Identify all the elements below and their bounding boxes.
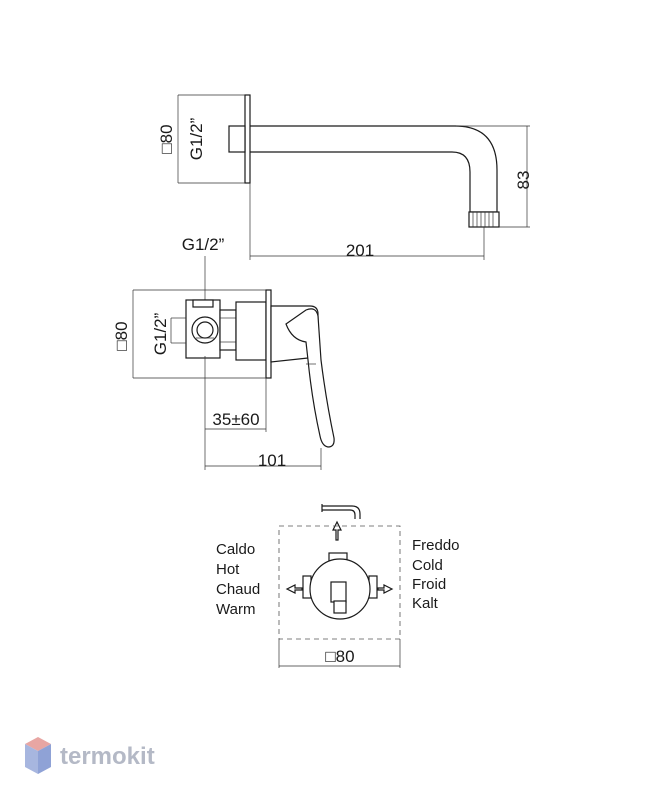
mixer-connector: [219, 309, 237, 351]
logo-cube-left-icon: [25, 744, 38, 774]
hot-label-caldo: Caldo: [216, 541, 255, 558]
spout-connector: [228, 125, 246, 153]
mixer-thread-top-label: G1/2”: [182, 235, 225, 254]
mixer-wall-plate: [265, 289, 272, 379]
mixer-trim-ring: [235, 301, 267, 361]
mixer-top-outlet: [192, 299, 214, 308]
plan-cartridge: [330, 581, 347, 603]
spout-height-label: 83: [514, 171, 533, 190]
outlet-arrow-icon: [332, 520, 342, 541]
spout-length-label: 201: [346, 241, 374, 260]
plan-cartridge-lower: [333, 600, 347, 614]
cold-label-cold: Cold: [412, 557, 443, 574]
spout-aerator: [468, 211, 500, 228]
plan-view: Caldo Hot Chaud Warm Freddo Cold Froid K…: [216, 504, 460, 668]
cold-label-froid: Froid: [412, 576, 446, 593]
mixer-lever-handle: [285, 308, 335, 448]
mixer-inlet-bore: [196, 321, 214, 339]
mixer-length-label: 101: [258, 451, 286, 470]
plan-square-label: □80: [325, 647, 354, 666]
termokit-watermark: termokit: [25, 737, 155, 774]
watermark-text: termokit: [60, 743, 155, 770]
spout-thread-label: G1/2”: [187, 117, 206, 160]
hot-label-warm: Warm: [216, 601, 255, 618]
hot-inlet-arrow-icon: [285, 584, 303, 594]
spout-square-label: □80: [157, 124, 176, 153]
hot-label-hot: Hot: [216, 561, 240, 578]
mixer-thread-side-label: G1/2”: [151, 312, 170, 355]
mixer-view: G1/2” □80 G1/2” 35±60: [112, 235, 335, 470]
mixer-depth-label: 35±60: [212, 410, 259, 429]
spout-view: □80 G1/2” 83 201: [157, 94, 533, 260]
plan-spout-symbol: [322, 505, 361, 519]
cold-inlet-arrow-icon: [377, 584, 394, 594]
cold-label-freddo: Freddo: [412, 537, 460, 554]
logo-cube-right-icon: [38, 744, 51, 774]
cold-label-kalt: Kalt: [412, 595, 439, 612]
mixer-square-label: □80: [112, 321, 131, 350]
spout-body: [250, 125, 498, 213]
spout-wall-plate: [244, 94, 251, 184]
hot-label-chaud: Chaud: [216, 581, 260, 598]
